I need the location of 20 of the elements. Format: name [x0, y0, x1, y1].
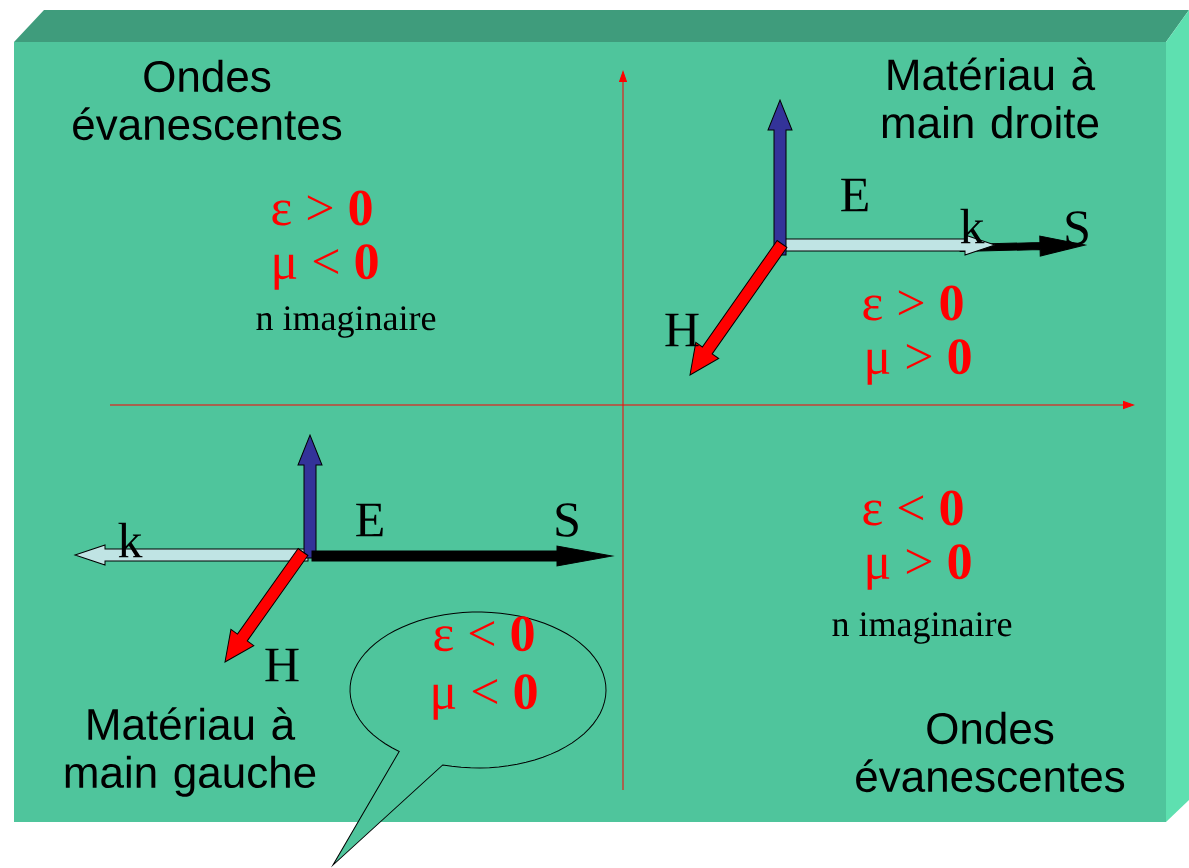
heading-text: Ondes évanescentes — [856, 711, 1125, 793]
note-text: n imaginaire — [832, 612, 1012, 644]
vector-label: H — [665, 313, 699, 347]
vector-label: E — [841, 178, 868, 212]
note-text: n imaginaire — [256, 306, 436, 338]
node-label: μ < 0 — [433, 674, 537, 720]
relation-text: ε > 0 — [272, 190, 372, 226]
node-label: ε < 0 — [434, 616, 534, 652]
relation-text: ε > 0 — [863, 285, 963, 321]
speech-bubble: ε < 0 μ < 0 — [332, 611, 607, 866]
vector-label: E — [356, 503, 383, 537]
relation-text: μ > 0 — [867, 544, 971, 590]
heading-text: Matériau à main droite — [882, 57, 1099, 139]
heading-text: Ondes évanescentes — [73, 59, 342, 141]
vector-label: k — [960, 208, 985, 244]
vector-label: S — [556, 503, 578, 537]
vector-label: k — [118, 522, 143, 558]
relation-text: μ > 0 — [867, 339, 971, 385]
relation-text: μ < 0 — [274, 244, 378, 290]
relation-text: ε < 0 — [863, 490, 963, 526]
